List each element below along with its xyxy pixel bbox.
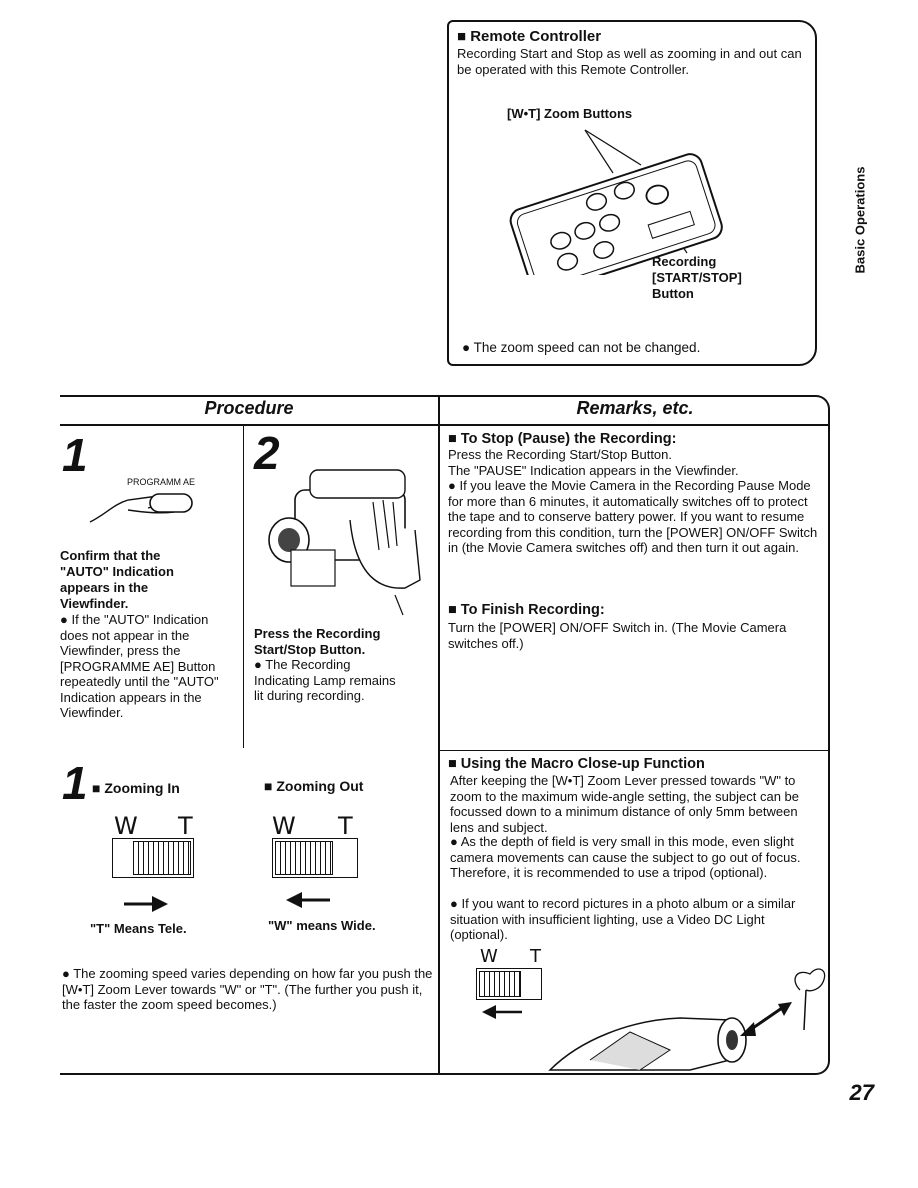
column-divider — [438, 397, 440, 1073]
zoom-speed-note: ● The zooming speed varies depending on … — [62, 966, 433, 1012]
recording-label-line3: Button — [652, 286, 694, 301]
remote-controller-illustration — [509, 129, 723, 275]
zooming-in-title: ■ Zooming In — [92, 780, 180, 796]
step1-note: ● If the "AUTO" Indication does not appe… — [60, 612, 219, 720]
main-frame — [60, 395, 830, 1075]
zoom-out-w-label: W — [272, 812, 296, 840]
finish-recording-text: Turn the [POWER] ON/OFF Switch in. (The … — [448, 620, 787, 651]
finish-recording-title: ■ To Finish Recording: — [448, 602, 605, 618]
macro-title: ■ Using the Macro Close-up Function — [448, 756, 705, 772]
programme-ae-button-label: PROGRAMM AE — [127, 477, 196, 487]
macro-t-label: T — [530, 946, 541, 967]
step1-number: 1 — [62, 429, 88, 481]
macro-text: After keeping the [W•T] Zoom Lever press… — [450, 773, 800, 835]
remarks-header: Remarks, etc. — [576, 398, 694, 418]
zoom-out-t-label: T — [338, 812, 353, 840]
zooming-out-title: ■ Zooming Out — [264, 778, 364, 794]
macro-bullet-1: ● As the depth of field is very small in… — [450, 834, 801, 880]
step2-number: 2 — [254, 427, 280, 479]
step1-bold-line2: "AUTO" Indication — [60, 564, 174, 579]
arrow-left-icon — [286, 892, 330, 908]
step2-bold-line2: Start/Stop Button. — [254, 642, 366, 657]
header-divider — [60, 424, 830, 426]
zoom-step-number: 1 — [62, 757, 88, 809]
macro-lever-diagram — [476, 968, 542, 1000]
remote-controller-description: Recording Start and Stop as well as zoom… — [457, 46, 802, 77]
steps-divider — [243, 426, 244, 748]
step2-note: ● The Recording Indicating Lamp remains … — [254, 657, 396, 703]
zoom-in-t-label: T — [178, 812, 193, 840]
step2-bold-line1: Press the Recording — [254, 626, 381, 641]
wide-caption: "W" means Wide. — [268, 918, 376, 933]
step1-bold-line3: appears in the — [60, 580, 149, 595]
remote-zoom-note: ● The zoom speed can not be changed. — [462, 340, 701, 355]
zoom-in-lever-diagram — [112, 838, 194, 878]
zoom-out-lever-diagram — [272, 838, 358, 878]
remote-controller-box — [447, 20, 817, 366]
zoom-in-w-label: W — [114, 812, 138, 840]
step1-bold-line4: Viewfinder. — [60, 596, 129, 611]
remarks-divider — [440, 750, 830, 751]
macro-arrow-left-icon — [482, 1005, 522, 1019]
section-side-label: Basic Operations — [852, 166, 868, 274]
macro-closeup-illustration — [548, 968, 826, 1071]
recording-label-line1: Recording — [652, 254, 717, 269]
macro-w-label: W — [480, 946, 498, 967]
stop-recording-line2: The "PAUSE" Indication appears in the Vi… — [448, 463, 739, 478]
arrow-right-icon — [124, 896, 168, 912]
tele-caption: "T" Means Tele. — [90, 921, 187, 936]
stop-recording-title: ■ To Stop (Pause) the Recording: — [448, 431, 677, 447]
procedure-header: Procedure — [204, 398, 294, 418]
zoom-buttons-label: [W•T] Zoom Buttons — [507, 106, 633, 121]
page-number: 27 — [849, 1080, 874, 1105]
camcorder-in-hand-illustration — [268, 469, 421, 616]
stop-recording-line1: Press the Recording Start/Stop Button. — [448, 447, 673, 462]
recording-label-line2: [START/STOP] — [652, 270, 742, 285]
stop-recording-note: ● If you leave the Movie Camera in the R… — [448, 478, 818, 555]
step1-bold-line1: Confirm that the — [60, 548, 161, 563]
macro-bullet-2: ● If you want to record pictures in a ph… — [450, 896, 796, 942]
remote-controller-title: ■ Remote Controller — [457, 28, 602, 45]
hand-pressing-button-icon — [89, 493, 193, 523]
